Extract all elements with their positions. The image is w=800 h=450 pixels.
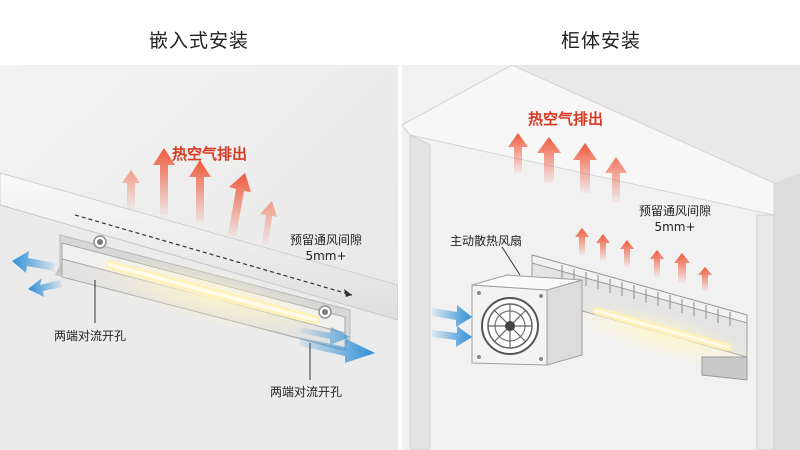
heat-sink-fins <box>561 265 731 326</box>
convection-hole-label-right: 两端对流开孔 <box>270 385 343 399</box>
embedded-install-illustration <box>0 65 398 450</box>
cooling-fan <box>471 274 583 366</box>
ventilation-gap-value: 5mm+ <box>654 220 696 234</box>
cooling-fan-label: 主动散热风扇 <box>450 234 523 248</box>
ventilation-gap-label-left: 预留通风间隙 5mm+ <box>271 232 381 264</box>
hot-air-arrows-left <box>122 148 277 246</box>
cool-air-arrows-left <box>12 251 62 297</box>
embedded-install-title: 嵌入式安装 <box>148 30 249 52</box>
hot-air-label-left: 热空气排出 <box>172 145 248 163</box>
hot-air-label-right: 热空气排出 <box>528 110 604 128</box>
ventilation-gap-label-right: 预留通风间隙 5mm+ <box>620 203 730 235</box>
ventilation-gap-text: 预留通风间隙 <box>289 233 362 247</box>
ventilation-gap-value: 5mm+ <box>305 249 347 263</box>
cool-air-arrows-right-panel <box>432 305 472 347</box>
cabinet-install-title: 柜体安装 <box>560 30 641 52</box>
convection-hole-label-left: 两端对流开孔 <box>54 329 127 343</box>
cabinet-install-panel: 柜体安装 <box>402 0 800 450</box>
cool-air-arrows-right <box>300 327 375 363</box>
hot-air-arrows-right-panel <box>508 133 712 291</box>
embedded-install-panel: 嵌入式安装 <box>0 0 398 450</box>
ventilation-gap-text: 预留通风间隙 <box>638 204 711 218</box>
panel-divider <box>398 0 402 450</box>
cabinet-install-illustration <box>402 65 800 450</box>
